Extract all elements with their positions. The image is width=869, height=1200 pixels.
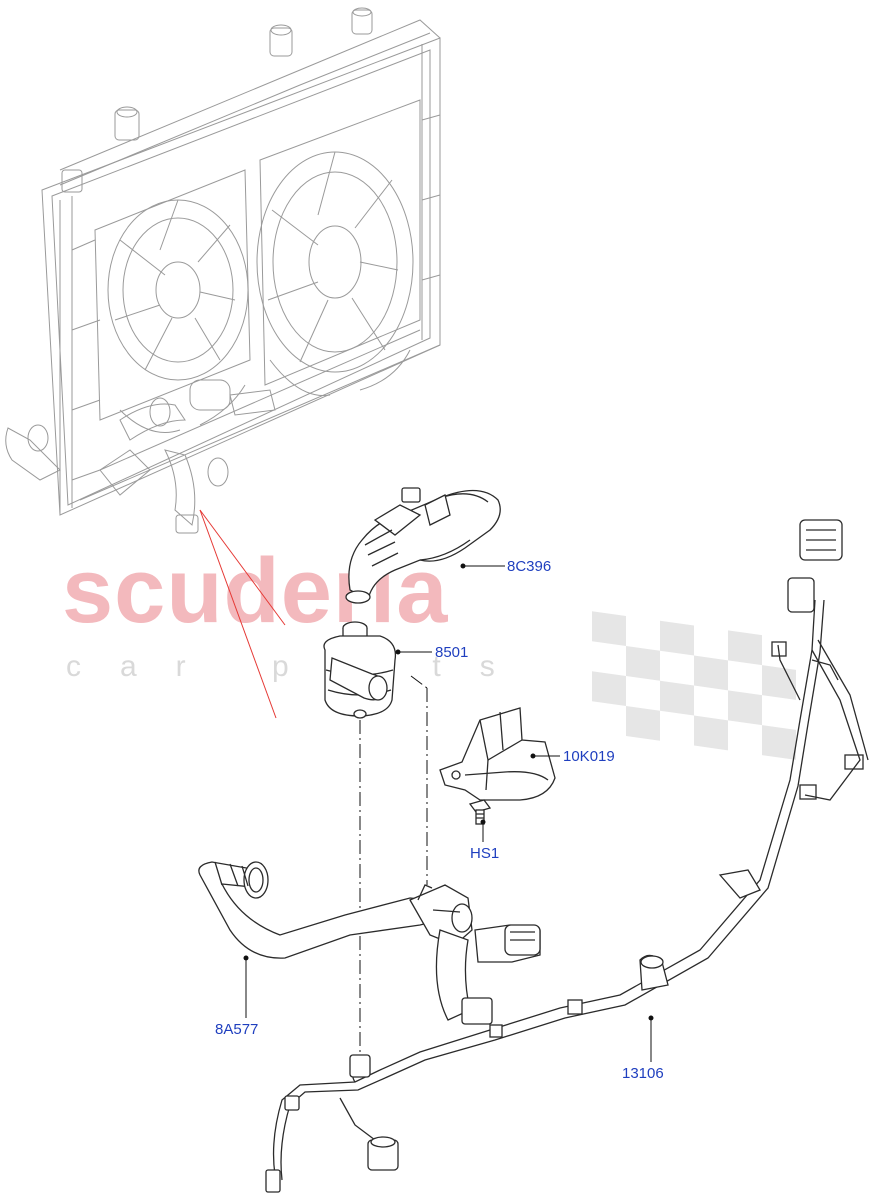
callout-10k019[interactable]: 10K019 <box>563 748 615 765</box>
leader-lines <box>243 563 654 1062</box>
coolant-pump <box>323 621 397 719</box>
callout-hs1[interactable]: HS1 <box>470 845 499 862</box>
watermark-tagline: car parts <box>66 650 534 683</box>
lower-coolant-hose <box>198 861 541 1025</box>
pump-bracket <box>439 707 556 801</box>
callout-8a577[interactable]: 8A577 <box>215 1021 258 1038</box>
callout-8c396[interactable]: 8C396 <box>507 558 551 575</box>
upper-coolant-hose <box>345 487 501 604</box>
watermark-flag <box>592 611 796 760</box>
wiring-harness <box>265 519 869 1193</box>
radiator-fan-assembly <box>5 7 441 534</box>
reference-lines <box>199 509 286 719</box>
bolt <box>468 799 492 825</box>
callout-8501[interactable]: 8501 <box>435 644 468 661</box>
alignment-lines <box>359 675 428 1055</box>
callout-13106[interactable]: 13106 <box>622 1065 664 1082</box>
